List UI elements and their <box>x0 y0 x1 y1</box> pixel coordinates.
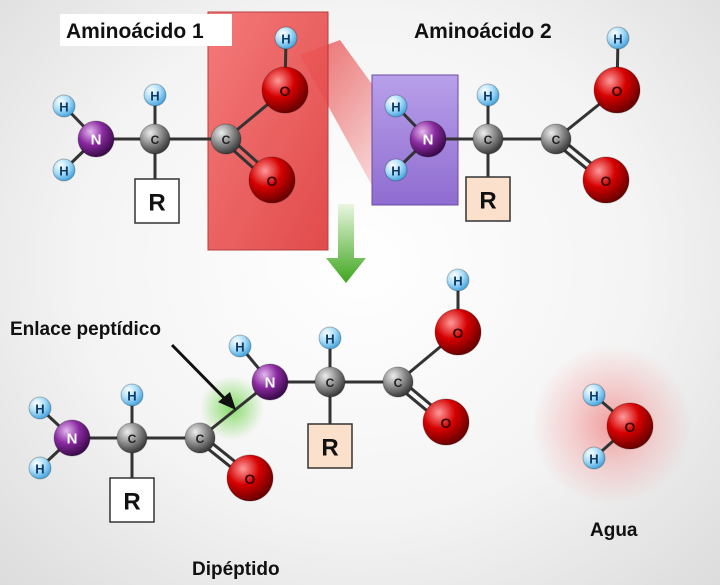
peptide-bond-label: Enlace peptídico <box>10 319 161 340</box>
aa2-label: Aminoácido 2 <box>414 20 552 43</box>
svg-text:R: R <box>123 489 140 516</box>
peptide-bond-pointer <box>170 343 230 404</box>
dp-hydroxyl-oxygen-atom: O <box>434 308 482 356</box>
svg-text:C: C <box>151 133 160 147</box>
svg-text:H: H <box>483 89 492 104</box>
dp-carbonyl-oxygen-atom: O <box>226 454 274 502</box>
water-label: Agua <box>590 520 638 541</box>
svg-text:O: O <box>245 471 256 487</box>
svg-text:H: H <box>59 164 68 179</box>
peptide-bond-pointer-head <box>218 392 236 410</box>
water-h1-atom: H <box>582 383 606 407</box>
dipeptide-r-group-1: R <box>109 477 155 523</box>
svg-text:C: C <box>196 432 205 446</box>
aa1-label: Aminoácido 1 <box>66 20 204 43</box>
aa1-nitrogen-atom: N <box>77 120 115 158</box>
atoms: H H N C H C O H O H H N C H C O H O H H N C H C O N H C H C O H O H H O <box>28 26 654 502</box>
svg-text:H: H <box>35 462 44 477</box>
svg-text:H: H <box>35 402 44 417</box>
svg-text:H: H <box>391 100 400 115</box>
svg-text:C: C <box>552 133 561 147</box>
aa2-r-group: R <box>465 176 511 222</box>
dp-hydroxyl-h-atom: H <box>446 268 470 292</box>
svg-text:H: H <box>325 332 334 347</box>
r-group-boxes: R R R R <box>109 176 511 523</box>
aa1-r-group: R <box>134 178 180 224</box>
water-h2-atom: H <box>582 446 606 470</box>
dp-carboxyl-oxygen-atom: O <box>422 398 470 446</box>
svg-text:C: C <box>326 376 335 390</box>
aa2-hydroxyl-oxygen-atom: O <box>593 66 641 114</box>
svg-text:H: H <box>150 89 159 104</box>
aa1-alpha-h-atom: H <box>143 83 167 107</box>
dipeptide-r-group-2: R <box>307 423 353 469</box>
svg-text:H: H <box>589 389 598 404</box>
svg-text:R: R <box>321 435 338 462</box>
dp-alpha-carbon-2-atom: C <box>314 366 346 398</box>
aa2-carboxyl-carbon-atom: C <box>540 123 572 155</box>
svg-text:C: C <box>484 133 493 147</box>
svg-text:H: H <box>127 389 136 404</box>
dp-carbonyl-carbon-atom: C <box>184 422 216 454</box>
svg-text:H: H <box>281 32 290 47</box>
dp-amine-h2-atom: H <box>28 456 52 480</box>
svg-text:H: H <box>235 340 244 355</box>
aa1-alpha-carbon-atom: C <box>139 123 171 155</box>
svg-text:O: O <box>612 83 623 99</box>
svg-text:H: H <box>59 100 68 115</box>
svg-text:H: H <box>589 452 598 467</box>
dp-alpha-h-1-atom: H <box>120 383 144 407</box>
dp-nitrogen-2-atom: N <box>251 363 289 401</box>
aa2-alpha-carbon-atom: C <box>472 123 504 155</box>
svg-text:C: C <box>394 376 403 390</box>
aa1-hydroxyl-h-atom: H <box>274 26 298 50</box>
svg-text:O: O <box>453 325 464 341</box>
aa2-alpha-h-atom: H <box>476 83 500 107</box>
aa1-amine-h2-atom: H <box>52 158 76 182</box>
svg-text:O: O <box>267 173 278 189</box>
svg-text:R: R <box>148 190 165 217</box>
svg-text:O: O <box>280 83 291 99</box>
aa1-hydroxyl-oxygen-atom: O <box>261 66 309 114</box>
aa1-carboxyl-carbon-atom: C <box>210 123 242 155</box>
aa1-amine-h1-atom: H <box>52 94 76 118</box>
svg-text:C: C <box>128 432 137 446</box>
dp-nitrogen-1-atom: N <box>53 419 91 457</box>
svg-text:N: N <box>91 132 102 149</box>
aa2-amine-h2-atom: H <box>384 158 408 182</box>
aa2-amine-h1-atom: H <box>384 94 408 118</box>
svg-text:N: N <box>67 431 78 448</box>
dipeptide-label: Dipéptido <box>192 559 280 580</box>
dp-carboxyl-carbon-atom: C <box>382 366 414 398</box>
aa2-nitrogen-atom: N <box>409 120 447 158</box>
dp-amine-h1-atom: H <box>28 396 52 420</box>
dp-alpha-h-2-atom: H <box>318 326 342 350</box>
svg-text:O: O <box>441 415 452 431</box>
svg-text:R: R <box>479 188 496 215</box>
water-oxygen-atom: O <box>606 402 654 450</box>
aa2-carbonyl-oxygen-atom: O <box>582 156 630 204</box>
svg-text:H: H <box>391 164 400 179</box>
svg-text:H: H <box>453 274 462 289</box>
reaction-arrow <box>326 204 366 283</box>
aa1-label-bg <box>60 14 232 46</box>
svg-text:N: N <box>423 132 434 149</box>
aa2-hydroxyl-h-atom: H <box>606 26 630 50</box>
svg-text:H: H <box>613 32 622 47</box>
aa1-carbonyl-oxygen-atom: O <box>248 156 296 204</box>
svg-text:C: C <box>222 133 231 147</box>
svg-text:O: O <box>601 173 612 189</box>
svg-text:N: N <box>265 375 276 392</box>
dp-alpha-carbon-1-atom: C <box>116 422 148 454</box>
dp-amide-h-atom: H <box>228 334 252 358</box>
svg-text:O: O <box>625 419 636 435</box>
